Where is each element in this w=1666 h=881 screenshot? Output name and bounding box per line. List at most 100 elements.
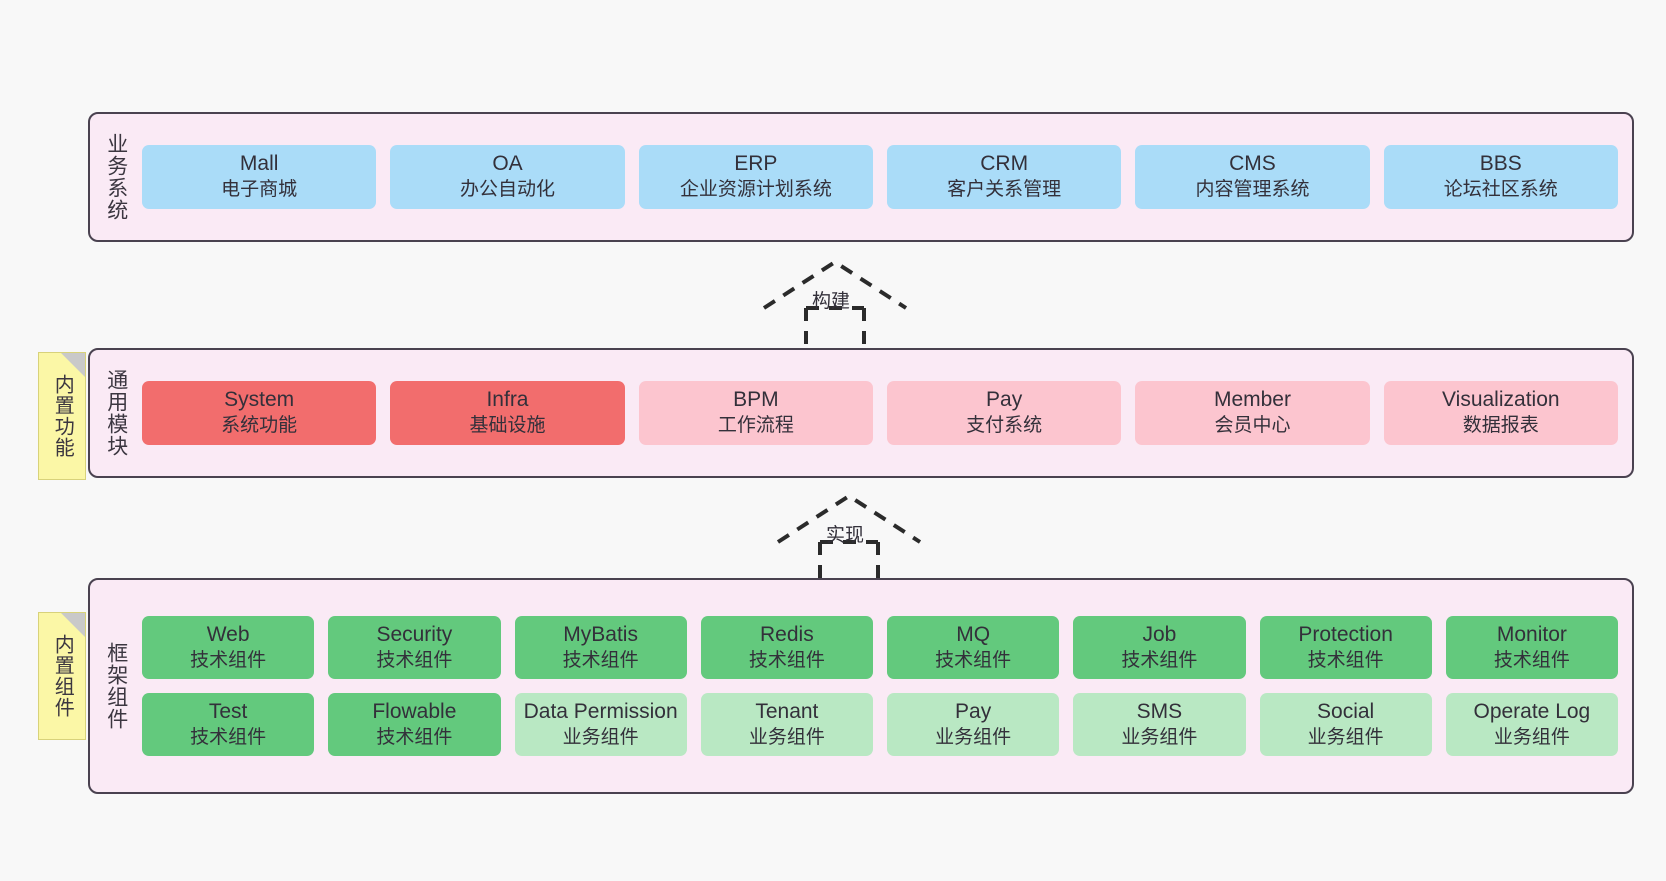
node-title: Infra	[486, 388, 529, 412]
node-sms[interactable]: SMS 业务组件	[1073, 693, 1246, 757]
node-bpm[interactable]: BPM 工作流程	[638, 381, 873, 445]
connector-build: 构建	[760, 256, 910, 346]
node-subtitle: 业务组件	[935, 726, 1012, 748]
node-tenant[interactable]: Tenant 业务组件	[700, 693, 873, 757]
node-member[interactable]: Member 会员中心	[1135, 381, 1370, 445]
node-pay-component[interactable]: Pay 业务组件	[887, 693, 1060, 757]
node-title: Web	[206, 622, 250, 646]
node-subtitle: 客户关系管理	[947, 179, 1062, 201]
node-subtitle: 业务组件	[748, 726, 825, 748]
node-title: BPM	[733, 388, 779, 412]
node-security[interactable]: Security 技术组件	[328, 615, 501, 679]
node-crm[interactable]: CRM 客户关系管理	[886, 145, 1122, 209]
note-builtin-component: 内置组件	[38, 612, 86, 740]
node-subtitle: 工作流程	[717, 415, 794, 437]
layer-body-common-module: System 系统功能 Infra 基础设施 BPM 工作流程 Pay 支付系统…	[142, 350, 1632, 476]
node-monitor[interactable]: Monitor 技术组件	[1445, 615, 1618, 679]
node-subtitle: 技术组件	[190, 726, 267, 748]
node-title: BBS	[1479, 152, 1522, 176]
layer-title-business-system: 业务系统	[104, 133, 128, 221]
layer-framework-component: 框架组件 Web 技术组件 Security 技术组件 MyBatis 技术组件…	[88, 578, 1634, 794]
node-protection[interactable]: Protection 技术组件	[1259, 615, 1432, 679]
connector-shaft	[818, 540, 880, 580]
node-title: ERP	[734, 152, 778, 176]
node-pay-module[interactable]: Pay 支付系统	[886, 381, 1122, 445]
folded-corner-icon	[61, 353, 85, 377]
node-subtitle: 业务组件	[1493, 726, 1570, 748]
node-subtitle: 技术组件	[562, 649, 639, 671]
folded-corner-icon	[61, 613, 85, 637]
node-title: MQ	[956, 622, 991, 646]
node-title: Flowable	[372, 700, 457, 723]
node-title: MyBatis	[563, 622, 638, 646]
node-job[interactable]: Job 技术组件	[1073, 615, 1246, 679]
node-title: Monitor	[1496, 622, 1567, 646]
node-bbs[interactable]: BBS 论坛社区系统	[1383, 145, 1618, 209]
node-title: Redis	[760, 622, 814, 646]
node-title: OA	[492, 152, 523, 176]
connector-shaft	[804, 306, 866, 346]
node-row: Web 技术组件 Security 技术组件 MyBatis 技术组件 Redi…	[142, 615, 1618, 679]
connector-label-implement: 实现	[826, 525, 865, 546]
node-title: CMS	[1229, 152, 1276, 176]
node-subtitle: 基础设施	[469, 415, 546, 437]
node-mq[interactable]: MQ 技术组件	[887, 615, 1060, 679]
node-infra[interactable]: Infra 基础设施	[390, 381, 625, 445]
node-title: Pay	[955, 700, 992, 723]
node-subtitle: 支付系统	[966, 415, 1043, 437]
note-label: 内置组件	[51, 634, 74, 718]
node-web[interactable]: Web 技术组件	[142, 615, 315, 679]
node-subtitle: 业务组件	[1121, 726, 1198, 748]
node-visualization[interactable]: Visualization 数据报表	[1383, 381, 1618, 445]
layer-business-system: 业务系统 Mall 电子商城 OA 办公自动化 ERP 企业资源计划系统 CRM…	[88, 112, 1634, 242]
node-erp[interactable]: ERP 企业资源计划系统	[638, 145, 873, 209]
connector-label-build: 构建	[812, 291, 851, 312]
node-system[interactable]: System 系统功能	[142, 381, 377, 445]
connector-implement: 实现	[774, 492, 924, 580]
generalization-arrowhead	[776, 493, 922, 544]
note-builtin-function: 内置功能	[38, 352, 86, 480]
node-subtitle: 技术组件	[1307, 649, 1384, 671]
node-subtitle: 业务组件	[1307, 726, 1384, 748]
node-subtitle: 技术组件	[1493, 649, 1570, 671]
node-subtitle: 技术组件	[376, 726, 453, 748]
node-subtitle: 技术组件	[376, 649, 453, 671]
node-subtitle: 论坛社区系统	[1443, 179, 1558, 201]
node-subtitle: 技术组件	[935, 649, 1012, 671]
node-mall[interactable]: Mall 电子商城	[142, 145, 377, 209]
node-title: Mall	[239, 152, 279, 176]
node-data-permission[interactable]: Data Permission 业务组件	[514, 693, 687, 757]
node-title: Member	[1213, 388, 1291, 412]
node-flowable[interactable]: Flowable 技术组件	[328, 693, 501, 757]
node-title: Pay	[986, 388, 1023, 412]
node-social[interactable]: Social 业务组件	[1259, 693, 1432, 757]
layer-title-framework-component: 框架组件	[104, 642, 128, 730]
node-subtitle: 企业资源计划系统	[679, 179, 832, 201]
node-mybatis[interactable]: MyBatis 技术组件	[514, 615, 687, 679]
node-title: SMS	[1136, 700, 1183, 723]
node-subtitle: 系统功能	[221, 415, 298, 437]
node-oa[interactable]: OA 办公自动化	[390, 145, 625, 209]
node-title: Job	[1142, 622, 1177, 646]
node-operate-log[interactable]: Operate Log 业务组件	[1445, 693, 1618, 757]
node-redis[interactable]: Redis 技术组件	[700, 615, 873, 679]
layer-title-common-module: 通用模块	[104, 369, 128, 457]
layer-body-business-system: Mall 电子商城 OA 办公自动化 ERP 企业资源计划系统 CRM 客户关系…	[142, 114, 1632, 240]
node-row: System 系统功能 Infra 基础设施 BPM 工作流程 Pay 支付系统…	[142, 381, 1618, 445]
node-subtitle: 业务组件	[562, 726, 639, 748]
node-title: Protection	[1298, 622, 1393, 646]
node-title: Visualization	[1442, 388, 1560, 412]
node-subtitle: 数据报表	[1462, 415, 1539, 437]
note-label: 内置功能	[51, 374, 74, 458]
node-test[interactable]: Test 技术组件	[142, 693, 315, 757]
generalization-arrowhead	[762, 259, 908, 310]
node-subtitle: 电子商城	[221, 179, 298, 201]
node-row: Mall 电子商城 OA 办公自动化 ERP 企业资源计划系统 CRM 客户关系…	[142, 145, 1618, 209]
node-cms[interactable]: CMS 内容管理系统	[1135, 145, 1370, 209]
node-title: Social	[1317, 700, 1375, 723]
node-subtitle: 技术组件	[190, 649, 267, 671]
node-title: System	[224, 388, 295, 412]
node-subtitle: 技术组件	[1121, 649, 1198, 671]
node-title: CRM	[980, 152, 1029, 176]
